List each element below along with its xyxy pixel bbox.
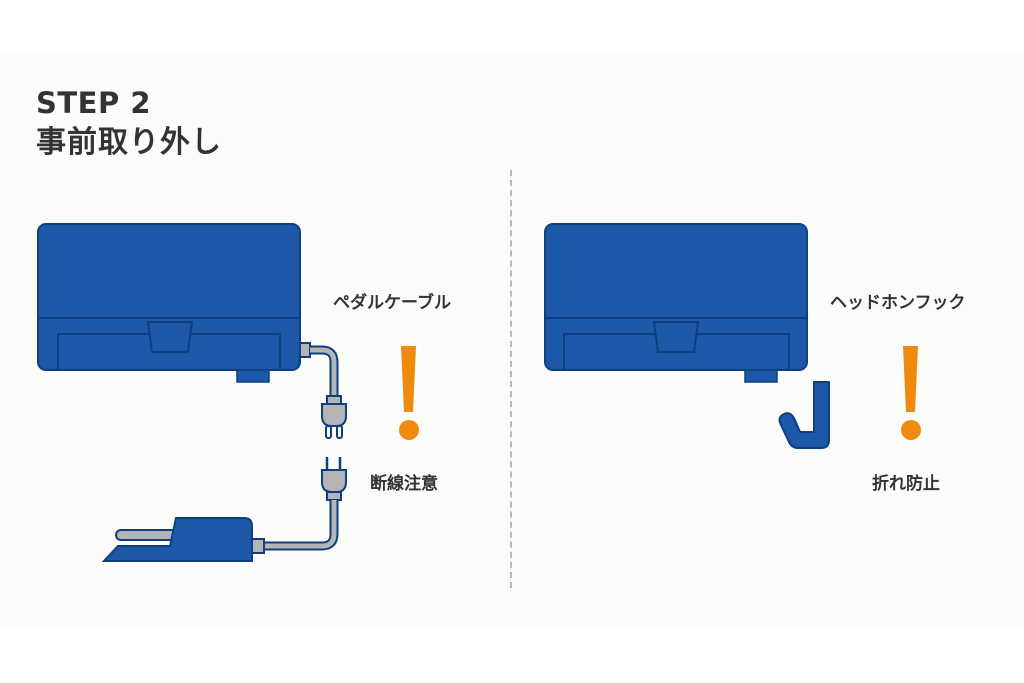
headphone-hook-label: ヘッドホンフック (830, 293, 966, 313)
sustain-pedal (101, 517, 253, 562)
headphone-hook (778, 381, 830, 449)
pedal-cable-lower (251, 457, 347, 554)
disconnect-warning-label: 断線注意 (370, 474, 438, 494)
keyboard-device-right (544, 223, 808, 383)
pedal-cable-label: ペダルケーブル (333, 293, 451, 313)
section-divider (510, 170, 512, 588)
page-title: STEP 2 事前取り外し (36, 86, 222, 161)
exclamation-icon (901, 346, 921, 440)
step-title: 事前取り外し (36, 124, 222, 160)
pedal-cable-upper (299, 342, 347, 439)
step-number: STEP 2 (36, 86, 152, 120)
exclamation-icon (399, 346, 419, 440)
keyboard-device-left (37, 223, 301, 383)
break-prevention-label: 折れ防止 (872, 474, 940, 494)
